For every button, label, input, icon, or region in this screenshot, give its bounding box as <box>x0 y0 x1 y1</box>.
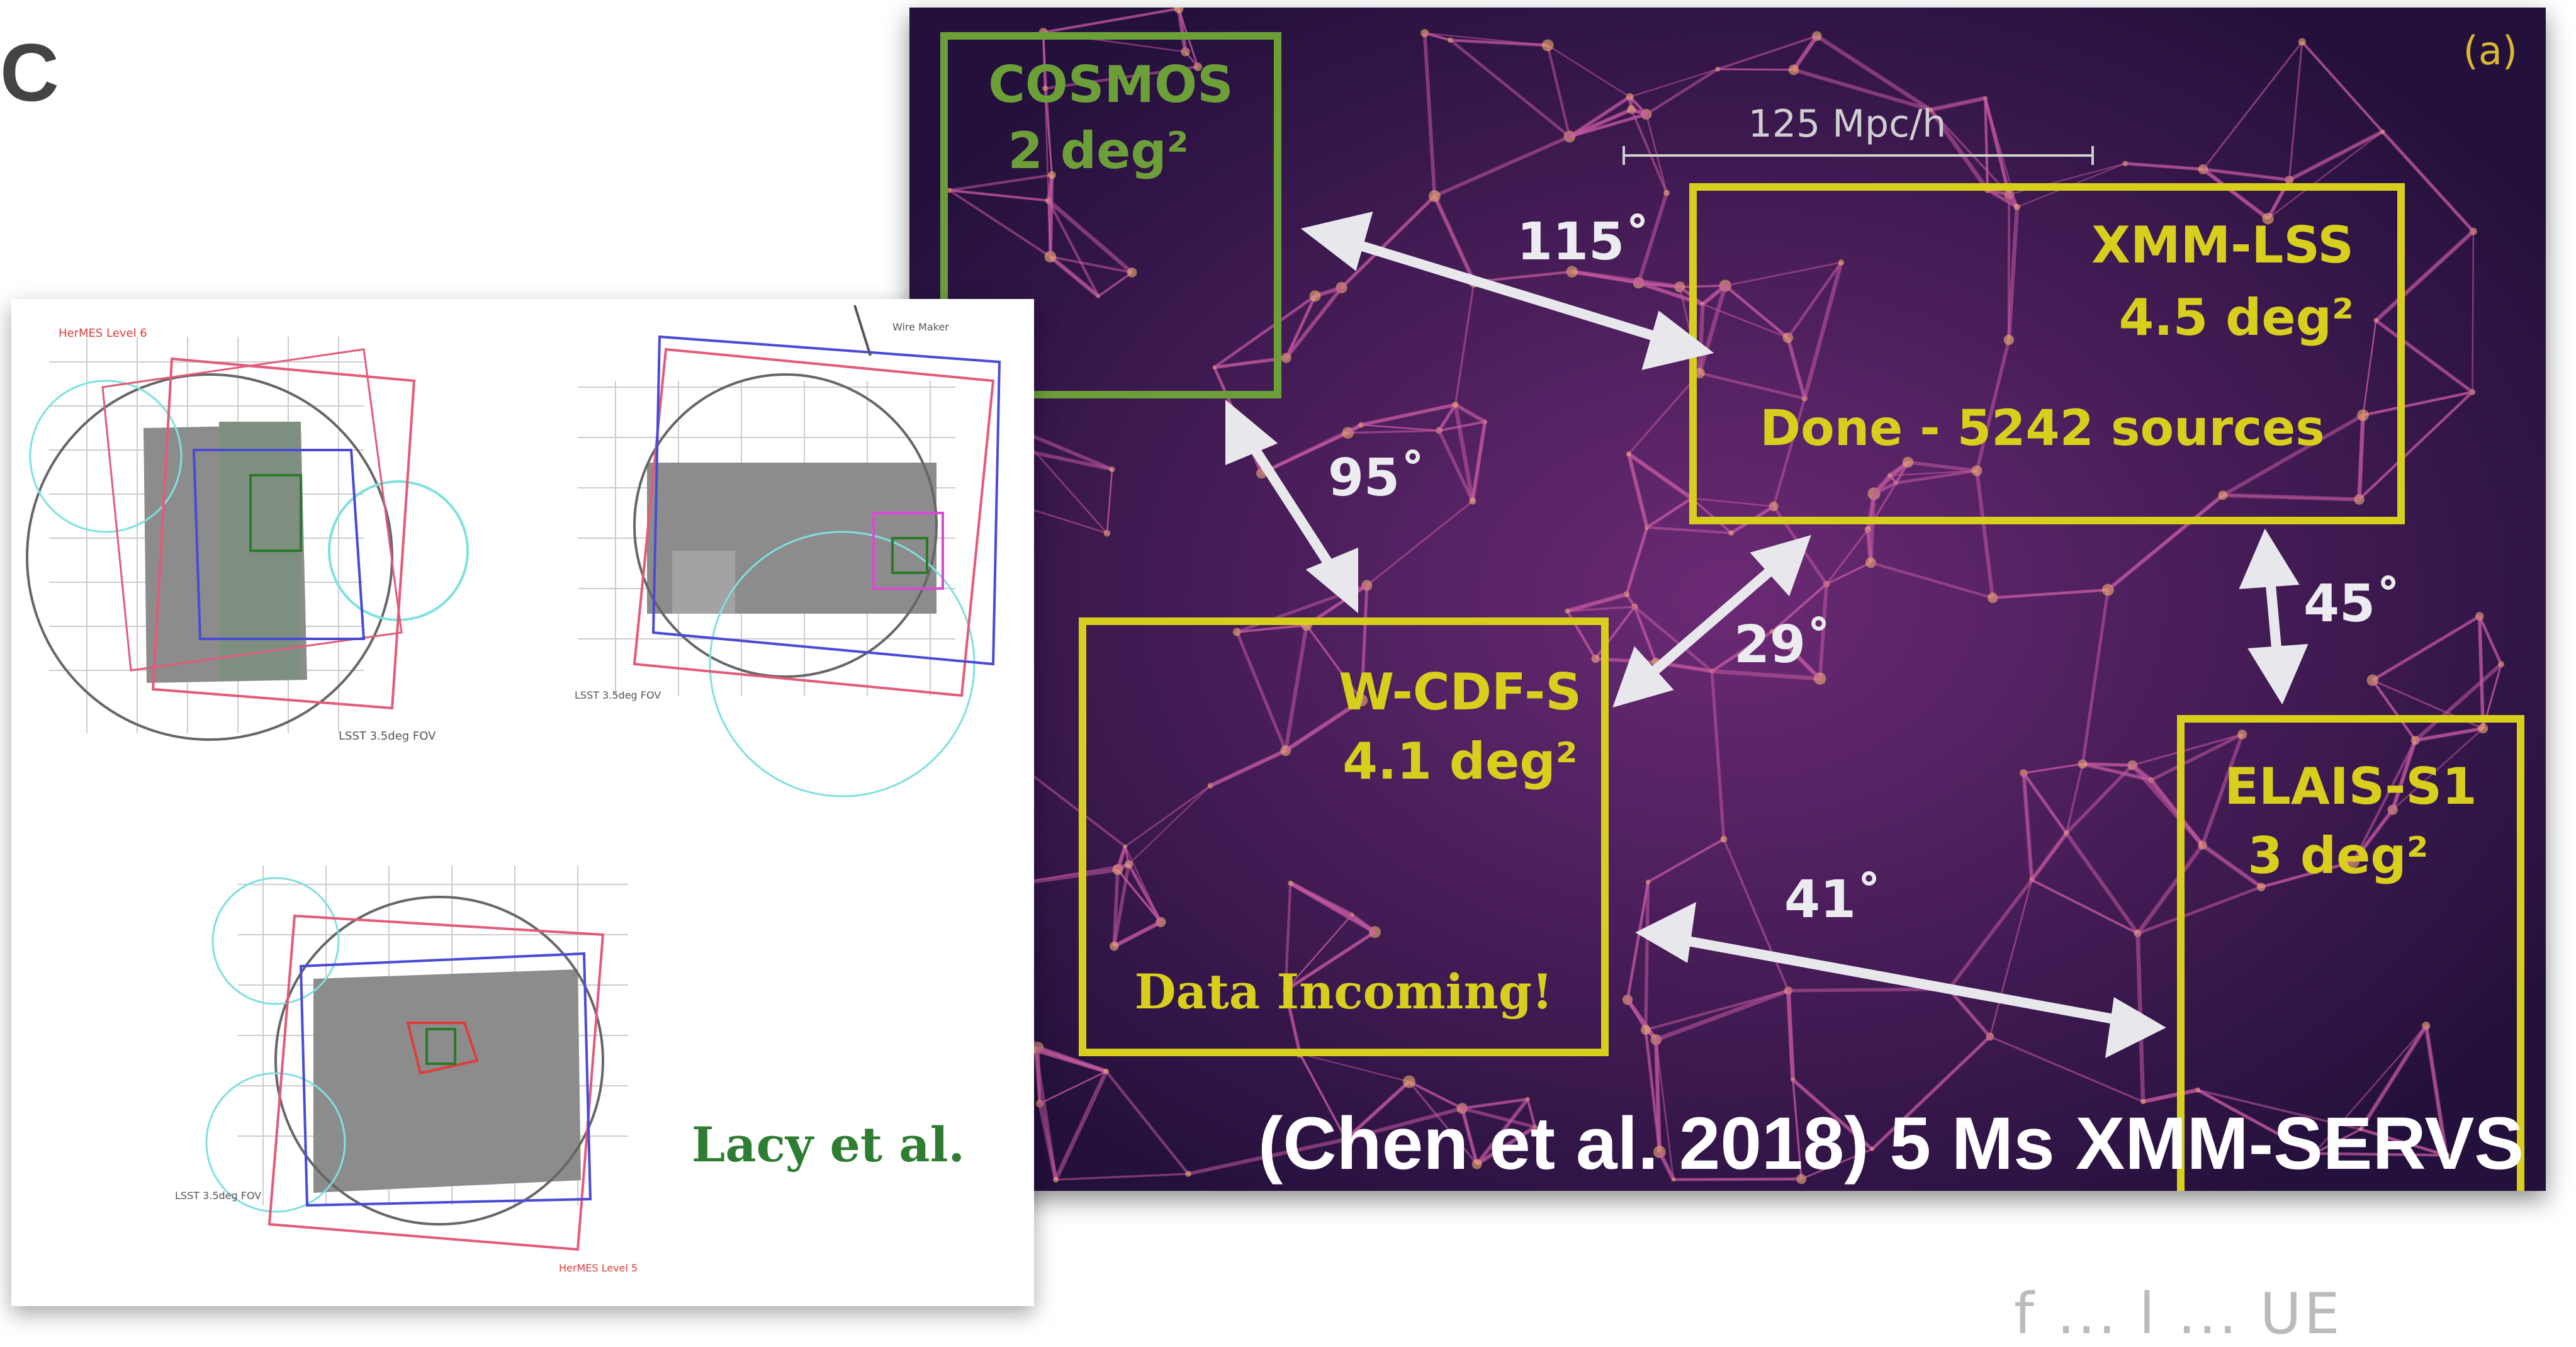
cosmos-area: 2 deg² <box>1008 121 1188 180</box>
cluster-node <box>1127 268 1137 278</box>
field-plot-bottom: LSST 3.5deg FOV HerMES Level 5 <box>175 865 638 1274</box>
field-layout-plots: HerMES Level 6 LSST 3.5deg FOV Wire Make… <box>11 299 1034 1306</box>
lacy-credit: Lacy et al. <box>692 1117 965 1173</box>
angle-wcdfs-xmm: 29˚ <box>1734 615 1831 675</box>
cosmos-name: COSMOS <box>988 55 1234 114</box>
cluster-node <box>1288 881 1293 886</box>
svg-text:HerMES Level 5: HerMES Level 5 <box>559 1262 638 1274</box>
figure-caption: (Chen et al. 2018) 5 Ms XMM-SERVS <box>1258 1102 2524 1185</box>
cluster-node <box>1903 457 1913 468</box>
filament <box>2472 232 2473 392</box>
elais-s1-name: ELAIS-S1 <box>2224 757 2477 816</box>
cluster-node <box>1429 190 1441 202</box>
cluster-node <box>1838 259 1844 265</box>
elais-s1-area: 3 deg² <box>2247 826 2428 885</box>
cluster-node <box>1972 465 1983 476</box>
cluster-node <box>2357 409 2369 421</box>
panel-label: C <box>0 25 59 120</box>
cluster-node <box>1663 189 1670 196</box>
angle-wcdfs-elais: 41˚ <box>1784 870 1882 930</box>
cluster-node <box>2298 38 2306 45</box>
cluster-node <box>1729 531 1734 536</box>
angle-xmm-elais: 45˚ <box>2303 574 2401 634</box>
cluster-node <box>1110 466 1115 472</box>
cluster-node <box>1542 40 1554 52</box>
svg-text:LSST 3.5deg FOV: LSST 3.5deg FOV <box>575 689 661 701</box>
xmm-servs-figure: 125 Mpc/h (a) COSMOS 2 deg² XMM-LSS 4.5 … <box>909 8 2546 1191</box>
w-cdf-s-area: 4.1 deg² <box>1342 732 1577 791</box>
xmm-lss-area: 4.5 deg² <box>2119 288 2354 347</box>
cosmic-web-image: 125 Mpc/h (a) COSMOS 2 deg² XMM-LSS 4.5 … <box>909 8 2546 1191</box>
lacy-field-layouts-figure: HerMES Level 6 LSST 3.5deg FOV Wire Make… <box>11 299 1034 1306</box>
footer-text: f ... l ... UE <box>2014 1281 2343 1347</box>
subfigure-label: (a) <box>2463 28 2517 74</box>
cluster-node <box>1103 1069 1109 1074</box>
svg-text:Wire Maker: Wire Maker <box>892 321 949 333</box>
cluster-node <box>1310 290 1321 302</box>
filament <box>1718 69 1793 70</box>
field-plot-top-right: Wire Maker LSST 3.5deg FOV <box>575 305 999 796</box>
cluster-node <box>1565 609 1570 614</box>
cluster-node <box>1453 402 1459 408</box>
xmm-lss-status: Done - 5242 sources <box>1760 400 2324 457</box>
cluster-node <box>2014 204 2020 210</box>
w-cdf-s-name: W-CDF-S <box>1339 663 1582 721</box>
xmm-lss-name: XMM-LSS <box>2091 216 2354 274</box>
cluster-node <box>1403 1076 1415 1088</box>
cluster-node <box>2237 730 2247 739</box>
svg-text:LSST 3.5deg FOV: LSST 3.5deg FOV <box>175 1190 261 1202</box>
cluster-node <box>1053 1177 1059 1183</box>
cluster-node <box>1626 451 1631 456</box>
svg-text:LSST 3.5deg FOV: LSST 3.5deg FOV <box>339 730 436 743</box>
cluster-node <box>1185 1171 1191 1177</box>
cluster-node <box>1469 498 1476 505</box>
angle-cosmos-xmm: 115˚ <box>1517 212 1650 272</box>
cluster-node <box>2478 723 2488 733</box>
cluster-node <box>1123 845 1127 848</box>
field-plot-top-left: HerMES Level 6 LSST 3.5deg FOV <box>27 327 468 743</box>
cluster-node <box>2004 335 2014 345</box>
angle-cosmos-wcdfs: 95˚ <box>1328 448 1426 508</box>
cluster-node <box>1720 836 1727 843</box>
svg-text:HerMES Level 6: HerMES Level 6 <box>59 327 147 340</box>
cluster-node <box>2218 490 2227 500</box>
filament <box>1050 175 1052 257</box>
cluster-node <box>1789 64 1799 75</box>
w-cdf-s-status: Data Incoming! <box>1135 964 1553 1020</box>
scale-bar-label: 125 Mpc/h <box>1748 102 1947 146</box>
cluster-node <box>1110 942 1118 950</box>
cluster-node <box>1641 1025 1651 1035</box>
